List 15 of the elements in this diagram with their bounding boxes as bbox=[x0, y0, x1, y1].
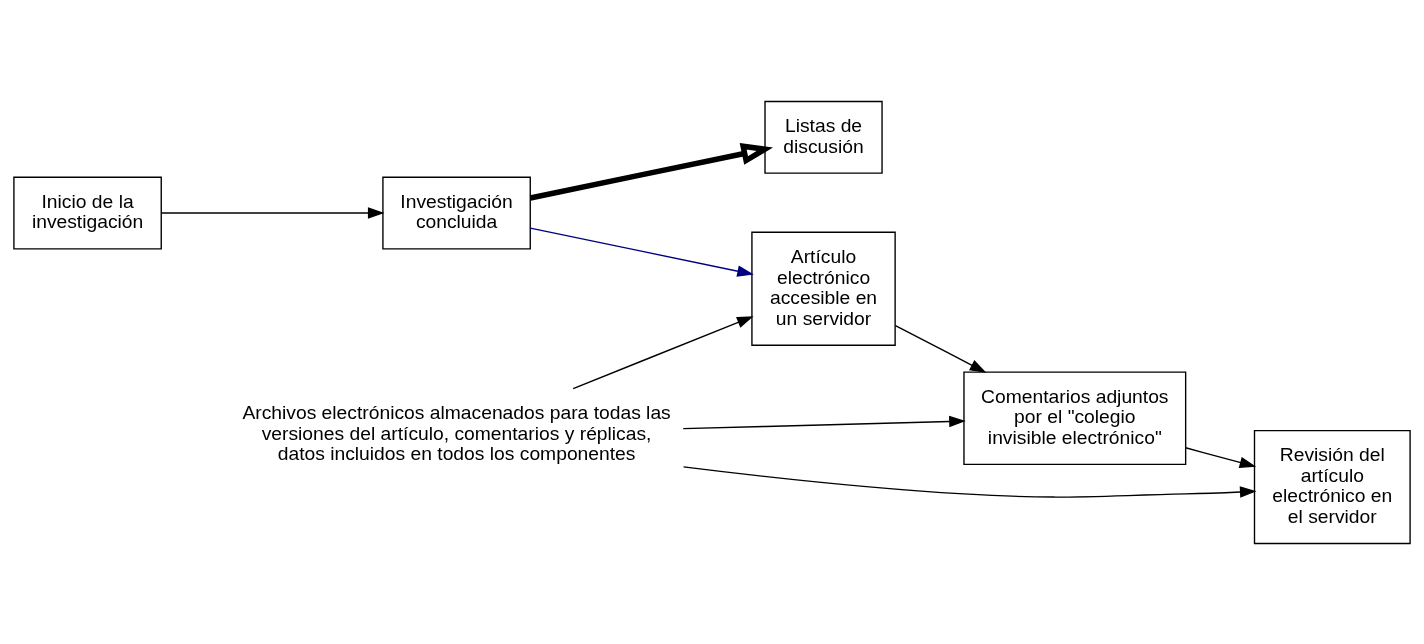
arrow bbox=[894, 324, 987, 373]
arrow bbox=[682, 465, 1257, 498]
arrow bbox=[572, 315, 754, 389]
node-box: Listas de discusión bbox=[764, 100, 883, 174]
node-text: Archivos electrónicos almacenados para todas las versiones del artículo, comentarios y réplicas, datos incluidos en todos los componentes bbox=[242, 401, 671, 464]
arrow bbox=[160, 206, 385, 219]
arrow bbox=[682, 415, 966, 429]
arrow bbox=[529, 142, 773, 201]
node-box: Artículo electrónico accesible en un servidor bbox=[751, 231, 896, 346]
node-box: Inicio de la investigación bbox=[13, 176, 162, 250]
arrow bbox=[529, 226, 754, 277]
arrow bbox=[1185, 446, 1257, 468]
node-box: Revisión del artículo electrónico en el servidor bbox=[1253, 429, 1411, 544]
node-box: Investigación concluida bbox=[382, 176, 531, 250]
node-box: Comentarios adjuntos por el "colegio invisible electrónico" bbox=[963, 370, 1187, 465]
